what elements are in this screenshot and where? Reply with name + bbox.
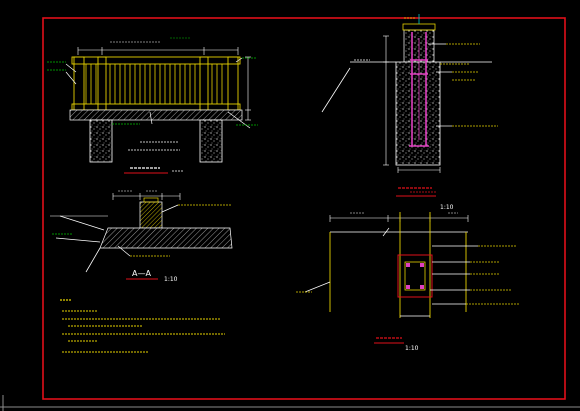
post-detail-title [396,187,436,197]
section-base-slab [99,227,233,249]
plan-gridlines [329,212,467,318]
post-detail-scale: 1:10 [440,204,454,211]
plan-anchor-bolts [406,263,424,289]
railing-post [227,56,239,111]
elevation-dimension-line [77,37,239,55]
railing-post [199,56,209,111]
plan-callouts [296,245,520,305]
baluster-group [85,64,223,104]
post-footing-concrete [395,61,441,166]
elevation-left-callouts [47,61,77,85]
drawing-notes[interactable] [60,299,225,353]
railing-plinth [69,109,243,121]
elevation-right-callouts [112,57,258,151]
steel-post [409,32,429,147]
slope-line [321,67,351,113]
post-footing-detail[interactable]: 1:10 [321,14,498,211]
plan-break-mark [382,227,390,237]
section-dimension-line [112,190,181,200]
section-a-a[interactable]: A—A 1:10 [50,190,233,283]
plan-title [374,337,404,344]
post-detail-dimension [383,35,441,173]
plan-post-section [404,261,426,291]
concrete-pier [199,119,223,163]
plan-dimension-line [329,212,469,222]
section-post-block [139,201,163,229]
post-plan-detail[interactable]: 1:10 [296,212,520,352]
top-rail [71,56,241,65]
plan-detail-scale: 1:10 [405,345,419,352]
section-label: A—A [132,269,151,278]
post-cap [402,23,436,31]
drawing-frame [42,17,566,400]
section-callouts [52,204,232,257]
elevation-right-dimension [245,56,251,121]
railing-elevation[interactable] [47,37,258,174]
bottom-rail [71,103,241,111]
section-scale: 1:10 [164,276,178,283]
section-post-cap [143,197,159,203]
plan-footing-outline [397,254,433,298]
concrete-pier [89,119,113,163]
railing-post [97,56,107,111]
section-slope-line [85,247,101,273]
elevation-title [124,167,184,174]
post-detail-callouts [354,17,498,127]
